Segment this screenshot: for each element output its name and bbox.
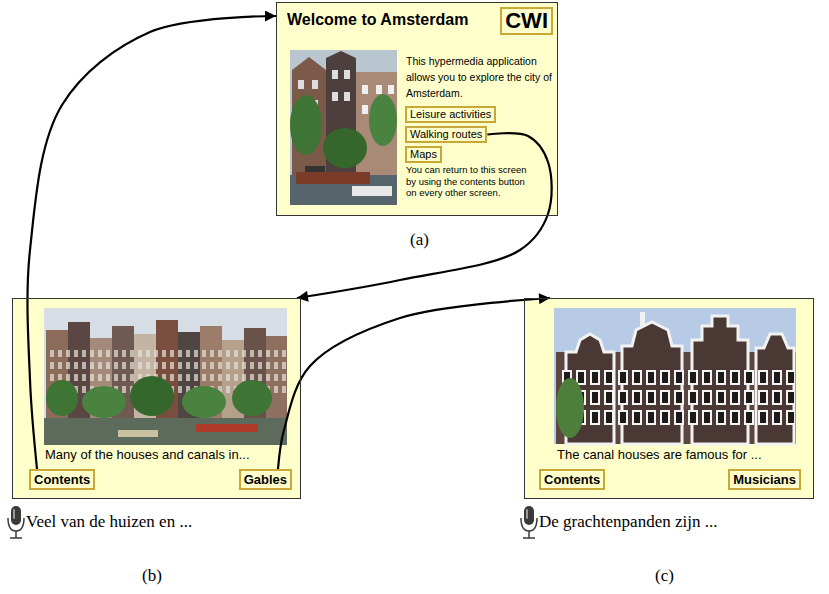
gables-photo bbox=[554, 308, 796, 444]
panel-label: (a) bbox=[410, 230, 429, 250]
tree bbox=[182, 386, 226, 418]
audio-transcript: De grachtenpanden zijn ... bbox=[539, 512, 717, 532]
window bbox=[362, 85, 368, 94]
tree bbox=[323, 128, 367, 168]
tree bbox=[82, 386, 126, 418]
button-label: Maps bbox=[410, 148, 437, 161]
mic-stand bbox=[523, 531, 535, 538]
button-label: Musicians bbox=[733, 471, 796, 488]
screen-ground bbox=[12, 298, 301, 499]
button-label: Leisure activities bbox=[410, 108, 491, 121]
boat bbox=[196, 424, 258, 432]
sky bbox=[554, 308, 796, 444]
tree bbox=[290, 95, 322, 155]
window bbox=[388, 85, 394, 94]
window bbox=[362, 105, 368, 114]
link-button: Leisure activities bbox=[405, 106, 496, 123]
link-button: Maps bbox=[405, 146, 442, 163]
link-button: Musicians bbox=[728, 469, 801, 490]
mic-holder bbox=[8, 518, 24, 531]
screen-ground bbox=[524, 298, 814, 499]
microphone-icon bbox=[521, 506, 537, 538]
windows bbox=[560, 368, 794, 430]
mic-highlight bbox=[13, 509, 15, 519]
gable bbox=[326, 51, 356, 58]
tree bbox=[369, 94, 397, 146]
sky bbox=[290, 50, 397, 205]
panel-label: (b) bbox=[142, 566, 162, 586]
logo-box: CWI bbox=[500, 7, 553, 35]
mic-capsule bbox=[11, 506, 21, 525]
mic-capsule bbox=[524, 506, 534, 525]
mic-stand bbox=[10, 531, 22, 538]
sky bbox=[44, 308, 287, 445]
window bbox=[332, 70, 338, 79]
window bbox=[376, 85, 382, 94]
button-label: Gables bbox=[244, 471, 287, 488]
button-label: Contents bbox=[544, 471, 600, 488]
mic-highlight bbox=[526, 509, 528, 519]
button-label: Contents bbox=[34, 471, 90, 488]
link-button: Gables bbox=[239, 469, 292, 490]
button-label: Walking routes bbox=[410, 128, 482, 141]
link-button: Contents bbox=[29, 469, 95, 490]
boat bbox=[296, 172, 370, 184]
link-arrow bbox=[27, 16, 276, 469]
window bbox=[344, 92, 350, 101]
water bbox=[44, 418, 287, 445]
gable bbox=[292, 57, 326, 70]
screen-panel: Many of the houses and canals in... Conte… bbox=[12, 298, 301, 499]
tree bbox=[130, 376, 174, 416]
screen-panel: Welcome to AmsterdamThis hypermedia appl… bbox=[276, 2, 558, 216]
tree bbox=[556, 378, 584, 438]
button-label: CWI bbox=[505, 9, 548, 33]
screen-ground bbox=[276, 2, 558, 216]
link-arrow bbox=[278, 298, 550, 469]
link-button: Walking routes bbox=[405, 126, 487, 143]
boat bbox=[118, 430, 158, 437]
audio-transcript: Veel van de huizen en ... bbox=[26, 512, 192, 532]
tree bbox=[46, 380, 78, 416]
link-button: Contents bbox=[539, 469, 605, 490]
mic-holder bbox=[521, 518, 537, 531]
screen-title: Welcome to Amsterdam bbox=[287, 10, 468, 30]
tree bbox=[232, 380, 272, 416]
panel-label: (c) bbox=[655, 566, 674, 586]
window bbox=[344, 70, 350, 79]
screen-caption: Many of the houses and canals in... bbox=[45, 447, 250, 463]
window bbox=[298, 80, 304, 89]
boat-cabin bbox=[305, 166, 325, 172]
screen-text: This hypermedia application allows you t… bbox=[406, 53, 554, 101]
window bbox=[312, 80, 318, 89]
canal-photo bbox=[44, 308, 287, 445]
canal-photo bbox=[290, 50, 397, 205]
screen-caption: The canal houses are famous for ... bbox=[557, 447, 762, 463]
microphone-icon bbox=[8, 506, 24, 538]
boat bbox=[352, 186, 392, 196]
window bbox=[332, 92, 338, 101]
screen-panel: The canal houses are famous for ... Conte… bbox=[524, 298, 814, 499]
screen-note: You can return to this screen by using t… bbox=[406, 164, 536, 199]
